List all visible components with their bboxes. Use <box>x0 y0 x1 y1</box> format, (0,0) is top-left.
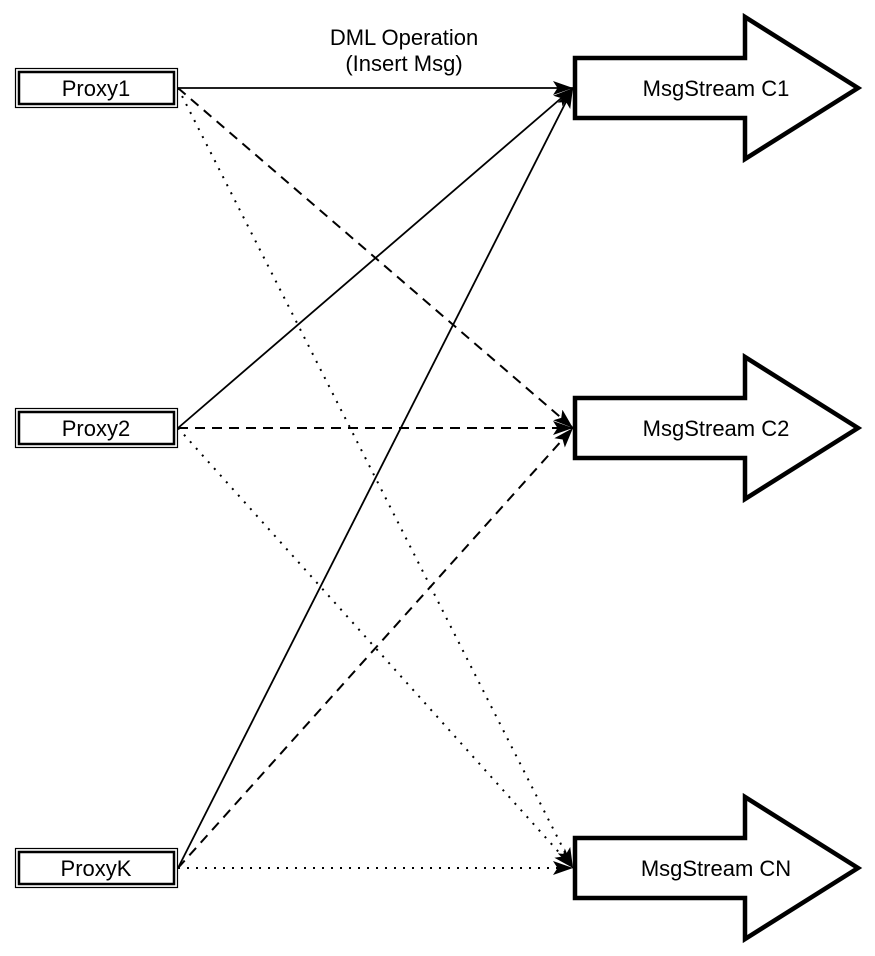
dml-operation-label-line2: (Insert Msg) <box>345 51 462 76</box>
proxy1-box-inner-border <box>17 70 176 106</box>
connector-proxyk-to-msgstream-c1 <box>177 87 574 869</box>
connector-proxyk-to-msgstream-c2 <box>177 427 574 869</box>
node-msgstream-c1: MsgStream C1 <box>572 12 863 164</box>
connector-proxy2-to-msgstream-c1 <box>177 87 574 429</box>
node-proxy2: Proxy2 <box>14 407 179 449</box>
proxy1-label: Proxy1 <box>62 76 130 101</box>
proxy2-box-inner-border <box>17 410 176 446</box>
msgstream-cn-label: MsgStream CN <box>641 856 791 881</box>
node-msgstream-c2: MsgStream C2 <box>572 352 863 504</box>
connectors <box>177 81 574 875</box>
proxy2-label: Proxy2 <box>62 416 130 441</box>
proxyk-box-inner-border <box>17 850 176 886</box>
msgstream-c2-arrow-shape <box>572 352 863 504</box>
connector-proxy1-to-msgstream-cn <box>177 87 574 869</box>
dml-operation-annotation: DML Operation (Insert Msg) <box>330 25 478 76</box>
msgstream-cn-arrow-shape <box>572 792 863 944</box>
msgstream-c1-label: MsgStream C1 <box>643 76 790 101</box>
node-msgstream-cn: MsgStream CN <box>572 792 863 944</box>
msgstream-c1-arrow-shape <box>572 12 863 164</box>
proxyk-label: ProxyK <box>61 856 132 881</box>
msgstream-c2-label: MsgStream C2 <box>643 416 790 441</box>
node-proxyk: ProxyK <box>14 847 179 889</box>
node-proxy1: Proxy1 <box>14 67 179 109</box>
dml-operation-label-line1: DML Operation <box>330 25 478 50</box>
